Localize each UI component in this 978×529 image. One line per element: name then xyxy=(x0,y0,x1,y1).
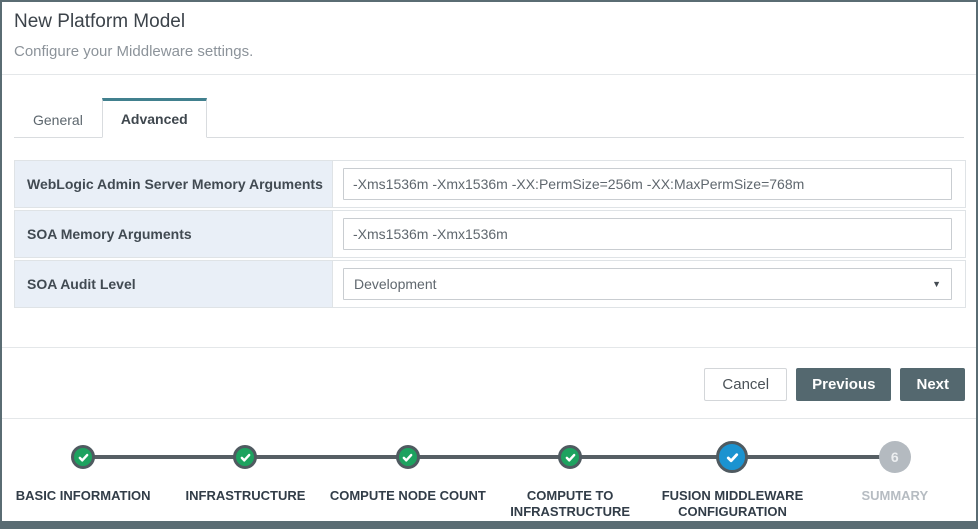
divider-above-stepper xyxy=(2,418,976,419)
check-icon xyxy=(240,453,251,462)
step-compute-to-infrastructure-mapping: COMPUTE TO INFRASTRUCTURE MAPPING xyxy=(489,435,651,529)
step-infrastructure: INFRASTRUCTURE xyxy=(164,435,326,521)
tabstrip: General Advanced xyxy=(14,98,964,138)
soa-memory-field xyxy=(333,211,965,257)
soa-audit-level-select[interactable]: Development ▼ xyxy=(343,268,952,300)
step-summary: 6 SUMMARY xyxy=(814,435,976,521)
step-circle-slot xyxy=(233,435,258,479)
step-completed-icon[interactable] xyxy=(71,445,96,469)
middleware-settings-form: WebLogic Admin Server Memory Arguments S… xyxy=(14,160,966,308)
step-compute-node-count: COMPUTE NODE COUNT xyxy=(327,435,489,521)
stepper-connector-line xyxy=(83,455,895,459)
check-icon xyxy=(402,453,413,462)
form-row-weblogic-memory: WebLogic Admin Server Memory Arguments xyxy=(14,160,966,208)
divider-above-buttons xyxy=(2,347,976,348)
step-label: SUMMARY xyxy=(861,488,929,503)
check-icon xyxy=(565,453,576,462)
step-label: COMPUTE TO INFRASTRUCTURE MAPPING xyxy=(510,488,631,529)
step-circle-slot: 6 xyxy=(878,435,911,479)
step-circle-slot xyxy=(716,435,749,479)
step-label: BASIC INFORMATION xyxy=(15,488,151,503)
step-circle-slot xyxy=(395,435,420,479)
form-row-soa-memory: SOA Memory Arguments xyxy=(14,210,966,258)
soa-memory-input[interactable] xyxy=(343,218,952,250)
page-title: New Platform Model xyxy=(14,11,186,32)
step-label: INFRASTRUCTURE xyxy=(185,488,306,503)
check-icon xyxy=(726,452,739,462)
soa-audit-level-label: SOA Audit Level xyxy=(15,261,333,307)
wizard-stepper: BASIC INFORMATION INFRASTRUCTURE COMPUTE… xyxy=(2,419,976,529)
soa-memory-label: SOA Memory Arguments xyxy=(15,211,333,257)
step-basic-information: BASIC INFORMATION xyxy=(2,435,164,521)
cancel-button[interactable]: Cancel xyxy=(704,368,788,401)
step-completed-icon[interactable] xyxy=(395,445,420,469)
step-circle-slot xyxy=(71,435,96,479)
form-row-soa-audit-level: SOA Audit Level Development ▼ xyxy=(14,260,966,308)
step-label: COMPUTE NODE COUNT xyxy=(329,488,486,503)
step-label: FUSION MIDDLEWARE CONFIGURATION xyxy=(661,488,804,520)
previous-button[interactable]: Previous xyxy=(796,368,892,401)
chevron-down-icon: ▼ xyxy=(932,279,941,289)
step-number-badge: 6 xyxy=(878,441,911,473)
soa-audit-level-value: Development xyxy=(354,276,437,292)
step-completed-icon[interactable] xyxy=(233,445,258,469)
next-button[interactable]: Next xyxy=(900,368,965,401)
step-fusion-middleware-configuration: FUSION MIDDLEWARE CONFIGURATION xyxy=(651,435,813,521)
soa-audit-level-field: Development ▼ xyxy=(333,261,965,307)
page-subtitle: Configure your Middleware settings. xyxy=(14,43,254,60)
weblogic-memory-label: WebLogic Admin Server Memory Arguments xyxy=(15,161,333,207)
tab-advanced[interactable]: Advanced xyxy=(101,98,207,138)
step-current-icon xyxy=(716,441,749,473)
tab-general[interactable]: General xyxy=(33,111,83,128)
weblogic-memory-field xyxy=(333,161,965,207)
steps-row: BASIC INFORMATION INFRASTRUCTURE COMPUTE… xyxy=(2,435,976,529)
action-bar: Cancel Previous Next xyxy=(2,348,976,418)
dialog-header: New Platform Model Configure your Middle… xyxy=(2,2,976,75)
check-icon xyxy=(78,453,89,462)
step-completed-icon[interactable] xyxy=(558,445,583,469)
weblogic-memory-input[interactable] xyxy=(343,168,952,200)
step-circle-slot xyxy=(558,435,583,479)
